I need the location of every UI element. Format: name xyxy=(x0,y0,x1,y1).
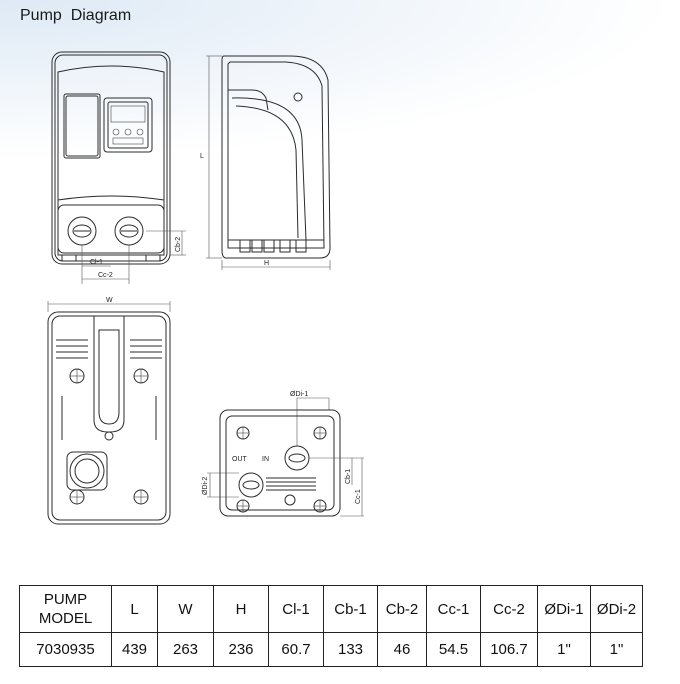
header-di1: ØDi-1 xyxy=(537,585,591,633)
header-w: W xyxy=(157,585,214,633)
header-cl1: Cl-1 xyxy=(268,585,324,633)
cell-cb2: 46 xyxy=(377,632,427,667)
cc1-label: Cc-1 xyxy=(355,489,362,504)
front-view: Cb-2 Cl-1 Cc-2 xyxy=(51,51,186,284)
header-h: H xyxy=(213,585,269,633)
cell-di2: 1" xyxy=(590,632,643,667)
cell-pump-model: 7030935 xyxy=(19,632,112,667)
header-cb2: Cb-2 xyxy=(377,585,427,633)
header-l: L xyxy=(111,585,158,633)
cell-cc1: 54.5 xyxy=(426,632,481,667)
l-label: L xyxy=(200,153,204,160)
cell-w: 263 xyxy=(157,632,214,667)
cell-cb1: 133 xyxy=(323,632,378,667)
cell-h: 236 xyxy=(213,632,269,667)
table-header-row: PUMP MODEL L W H Cl-1 Cb-1 Cb-2 Cc-1 Cc-… xyxy=(19,585,643,633)
bottom-view: ØDi-1 IN OUT ØDi-2 Cb-1 xyxy=(202,391,364,517)
w-label: W xyxy=(106,297,113,304)
cell-l: 439 xyxy=(111,632,158,667)
side-view: L H xyxy=(200,55,331,270)
h-label: H xyxy=(264,260,269,267)
di2-label: ØDi-2 xyxy=(202,477,209,495)
header-di2: ØDi-2 xyxy=(590,585,643,633)
header-cc1: Cc-1 xyxy=(426,585,481,633)
dimensions-table: PUMP MODEL L W H Cl-1 Cb-1 Cb-2 Cc-1 Cc-… xyxy=(19,585,643,667)
di1-label: ØDi-1 xyxy=(290,391,308,398)
pump-technical-drawing: Cb-2 Cl-1 Cc-2 L H W xyxy=(47,51,364,525)
cell-cl1: 60.7 xyxy=(268,632,324,667)
header-cb1: Cb-1 xyxy=(323,585,378,633)
header-pump-model: PUMP MODEL xyxy=(19,585,112,633)
table-row: 7030935 439 263 236 60.7 133 46 54.5 106… xyxy=(19,632,643,667)
in-label: IN xyxy=(262,456,269,463)
cell-cc2: 106.7 xyxy=(480,632,538,667)
back-view: W xyxy=(47,297,171,525)
cl1-label: Cl-1 xyxy=(90,259,103,266)
header-cc2: Cc-2 xyxy=(480,585,538,633)
cb2-label: Cb-2 xyxy=(175,237,182,252)
page-title: Pump Diagram xyxy=(20,7,132,24)
cc2-label: Cc-2 xyxy=(98,272,113,279)
out-label: OUT xyxy=(232,456,248,463)
cell-di1: 1" xyxy=(537,632,591,667)
cb1-label: Cb-1 xyxy=(345,469,352,484)
